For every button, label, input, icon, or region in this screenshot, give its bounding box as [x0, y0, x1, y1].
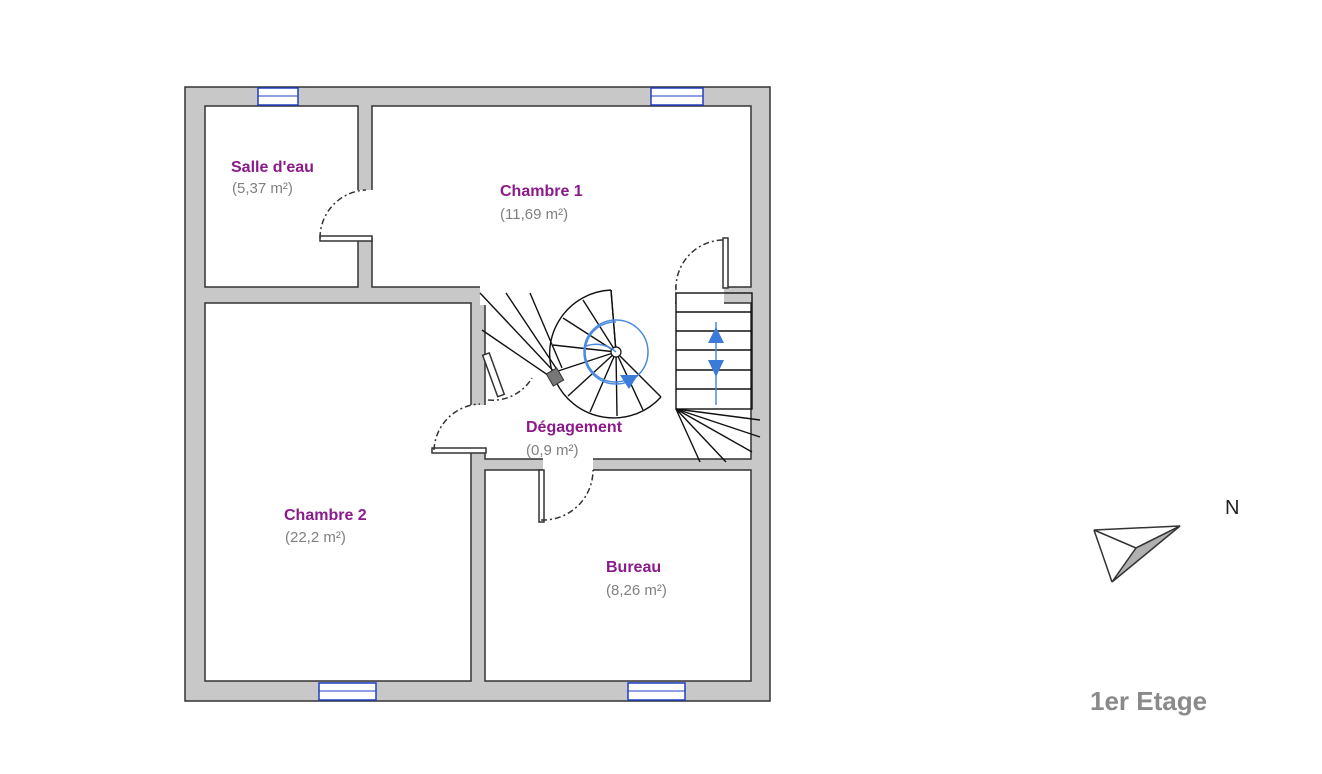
compass: N: [1093, 497, 1239, 583]
door-chambre-2: [431, 447, 487, 454]
stair-arrow-down-icon: [620, 375, 638, 389]
door-salle-eau: [319, 235, 373, 242]
north-label: N: [1225, 497, 1239, 519]
doors: [319, 189, 729, 523]
windows: [257, 87, 704, 701]
walls: [184, 86, 771, 702]
room-name-salle-eau: Salle d'eau: [231, 159, 314, 176]
room-area-chambre-2: (22,2 m²): [285, 529, 346, 546]
door-degagement: [481, 351, 506, 398]
floor-label: 1er Etage: [1090, 686, 1207, 716]
room-labels: Salle d'eau (5,37 m²) Chambre 1 (11,69 m…: [231, 159, 667, 599]
room-name-chambre-1: Chambre 1: [500, 183, 583, 200]
room-area-salle-eau: (5,37 m²): [232, 180, 293, 197]
straight-staircase: [675, 292, 761, 463]
room-name-chambre-2: Chambre 2: [284, 507, 367, 524]
room-name-degagement: Dégagement: [526, 419, 623, 436]
room-name-bureau: Bureau: [606, 559, 661, 576]
spiral-staircase: [479, 289, 662, 419]
room-area-bureau: (8,26 m²): [606, 582, 667, 599]
stair-arrow-down-icon: [708, 360, 724, 377]
stair-opening: [480, 285, 675, 305]
door-chambre-1: [722, 237, 729, 289]
door-bureau: [538, 469, 545, 523]
room-area-degagement: (0,9 m²): [526, 442, 579, 459]
door-openings: [357, 190, 724, 472]
stair-arrow-up-icon: [708, 327, 724, 343]
room-area-chambre-1: (11,69 m²): [500, 206, 568, 223]
